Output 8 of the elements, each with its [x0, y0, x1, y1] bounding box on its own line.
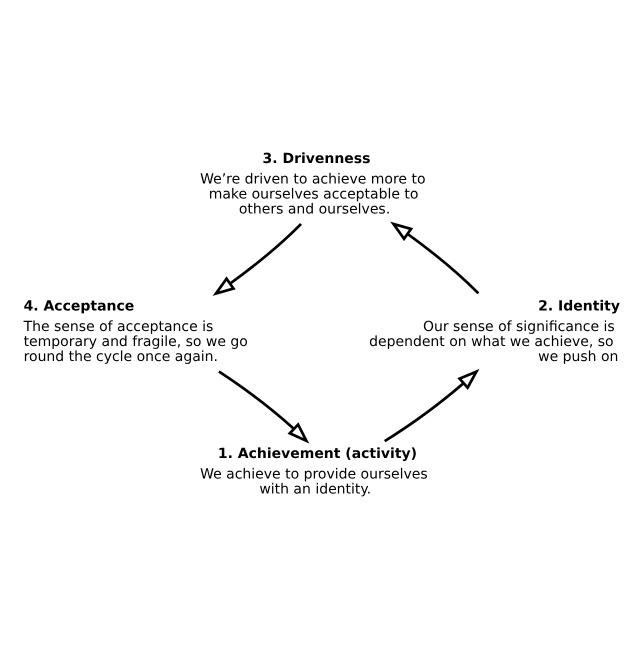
arrow — [390, 222, 480, 294]
arrow — [212, 222, 302, 296]
node-text: 2. Identity Our sense of significance is dependent on what we achieve, so we push on — [369, 298, 620, 365]
node-text: 3. Drivenness We’re driven to achieve more to make ourselves acceptable to others and ourselves. — [200, 150, 426, 218]
arrow — [218, 370, 310, 444]
node-text: 4. Acceptance The sense of acceptance is temporary and fragile, so we go round the cycle once again. — [24, 298, 248, 365]
arrow — [384, 368, 480, 442]
node-text: 1. Achievement (activity) We achieve to provide ourselves with an identity. — [200, 446, 428, 498]
